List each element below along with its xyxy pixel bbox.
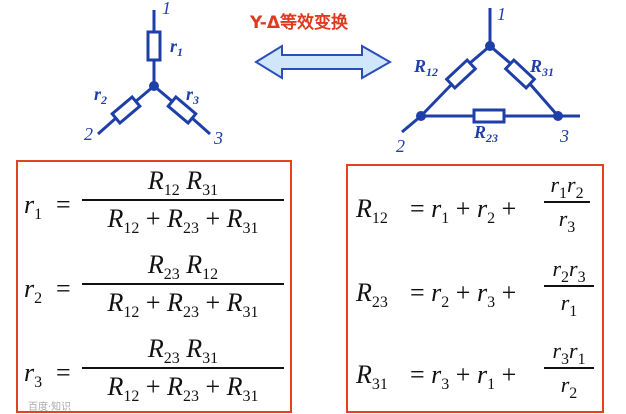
resistor-r1 <box>146 30 162 62</box>
star-node-2: 2 <box>84 124 93 144</box>
label-r3: r3 <box>186 84 199 107</box>
numerator: R23 R12 <box>147 250 219 283</box>
star-to-delta-formulas: R12 = r1 + r2 + r1r2 r3 R23 = r2 + r3 + … <box>346 164 604 413</box>
fraction-bar <box>544 201 590 203</box>
delta-node-left <box>416 111 426 121</box>
formula-R12: R12 = r1 + r2 + r1r2 r3 <box>356 166 602 248</box>
star-center-node <box>149 81 159 91</box>
fraction-bar <box>82 367 284 369</box>
delta-network <box>401 8 580 134</box>
formula-r1: r1 = R12 R31 R12 + R23 + R31 <box>24 162 289 246</box>
formula-r3: r3 = R23 R31 R12 + R23 + R31 <box>24 330 289 414</box>
formula-R23: R23 = r2 + r3 + r2r3 r1 <box>356 248 602 330</box>
denominator: r1 <box>560 289 578 320</box>
star-node-3: 3 <box>213 128 223 148</box>
star-node-1: 1 <box>162 0 171 18</box>
denominator: R12 + R23 + R31 <box>107 371 259 405</box>
numerator: r2r3 <box>552 256 586 286</box>
resistor-R31 <box>503 57 537 91</box>
label-R12: R12 <box>413 56 438 79</box>
denominator: R12 + R23 + R31 <box>107 287 259 321</box>
fraction-bar <box>544 367 594 369</box>
delta-to-star-formulas: r1 = R12 R31 R12 + R23 + R31 r2 = R23 R1… <box>16 160 292 413</box>
label-R31: R31 <box>529 56 554 79</box>
label-r2: r2 <box>94 84 107 107</box>
label-R23: R23 <box>473 122 498 145</box>
delta-node-right <box>553 111 563 121</box>
denominator: R12 + R23 + R31 <box>107 203 259 237</box>
numerator: R23 R31 <box>147 334 219 367</box>
star-network <box>97 10 211 136</box>
numerator: r1r2 <box>550 172 584 202</box>
denominator: r2 <box>560 371 578 402</box>
delta-node-3: 3 <box>559 126 569 146</box>
delta-node-1: 1 <box>497 4 506 24</box>
label-r1: r1 <box>170 36 183 59</box>
denominator: r3 <box>558 205 576 236</box>
diagram-title: Y-Δ等效变换 <box>249 12 349 33</box>
fraction-bar <box>544 285 594 287</box>
watermark: 百度·知识 <box>28 402 72 413</box>
formula-R31: R31 = r3 + r1 + r3r1 r2 <box>356 330 602 412</box>
resistor-R23 <box>472 108 506 124</box>
circuit-diagrams: Y-Δ等效变换 1 2 3 r1 r2 r3 1 <box>84 0 580 156</box>
fraction-bar <box>82 199 284 201</box>
formula-r2: r2 = R23 R12 R12 + R23 + R31 <box>24 246 289 330</box>
equivalence-arrow <box>254 44 393 80</box>
delta-node-2: 2 <box>396 136 405 156</box>
numerator: r3r1 <box>552 338 586 368</box>
fraction-bar <box>82 283 284 285</box>
numerator: R12 R31 <box>147 166 219 199</box>
delta-node-top <box>485 41 495 51</box>
